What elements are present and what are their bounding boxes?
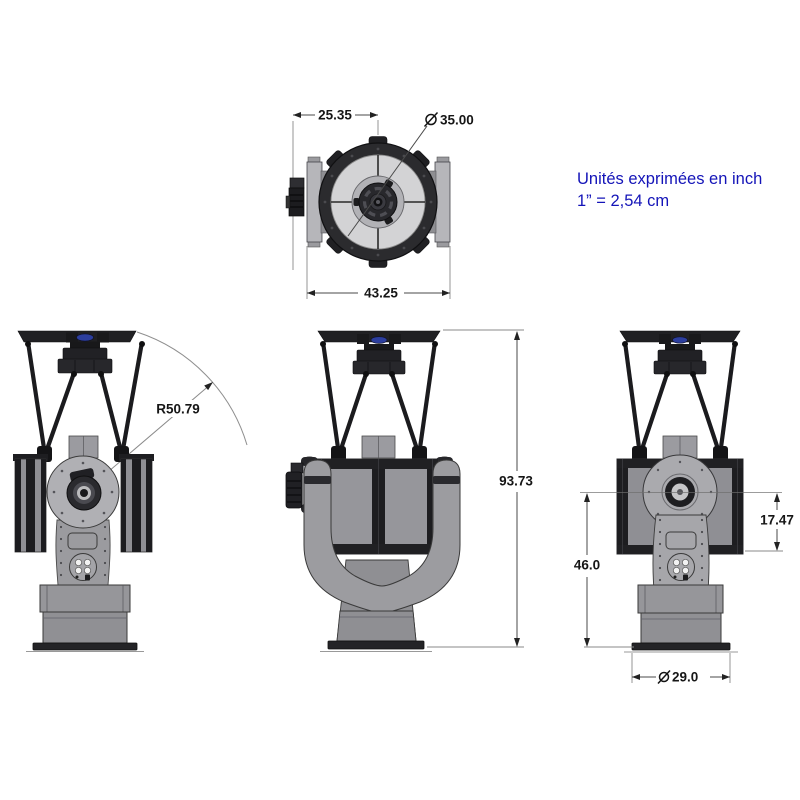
secondary-mirror-blue bbox=[672, 336, 688, 344]
control-panel bbox=[667, 553, 695, 581]
base-side bbox=[320, 610, 432, 652]
dim-tube-diameter: 35.00 bbox=[347, 111, 474, 237]
secondary-mirror-blue bbox=[76, 333, 94, 342]
column-bolts bbox=[59, 525, 107, 577]
swing-arc bbox=[136, 331, 248, 446]
dim-base-diameter: 29.0 bbox=[631, 653, 731, 685]
truss-poles bbox=[622, 341, 738, 462]
azimuth-ring bbox=[661, 473, 699, 511]
dim-top-half-width: 25.35 bbox=[293, 108, 378, 123]
control-panel bbox=[69, 553, 97, 581]
focuser-motor-block bbox=[285, 177, 305, 217]
units-note-line1: Unités exprimées en inch bbox=[577, 170, 762, 188]
column-bolts bbox=[658, 518, 704, 582]
dim-label-43-25: 43.25 bbox=[364, 286, 398, 301]
dim-label-diameter-29: 29.0 bbox=[672, 670, 698, 685]
front-view: R50.79 bbox=[13, 330, 248, 652]
base-front bbox=[26, 584, 144, 652]
diameter-symbol bbox=[423, 111, 439, 128]
top-view: 25.35 35.00 43.25 bbox=[285, 108, 474, 301]
dim-label-r50-79: R50.79 bbox=[156, 402, 200, 417]
side-view: 93.73 bbox=[285, 329, 538, 652]
base-rear bbox=[624, 584, 738, 653]
units-note: Unités exprimées en inch 1” = 2,54 cm bbox=[577, 170, 762, 210]
secondary-assembly bbox=[653, 334, 707, 375]
mirror-box bbox=[315, 458, 439, 555]
mirror-box-left-panel bbox=[13, 454, 48, 553]
ring-clamps bbox=[326, 136, 430, 268]
secondary-mirror-blue bbox=[370, 336, 388, 344]
secondary-assembly bbox=[352, 334, 406, 375]
dim-label-93-73: 93.73 bbox=[499, 474, 533, 489]
truss-poles bbox=[320, 341, 438, 462]
dim-axis-height: 46.0 bbox=[569, 493, 634, 648]
secondary-assembly bbox=[57, 332, 113, 374]
access-panel bbox=[67, 532, 98, 550]
truss-poles bbox=[25, 341, 145, 462]
dim-label-25-35: 25.35 bbox=[318, 108, 352, 123]
dim-label-46-0: 46.0 bbox=[574, 558, 600, 573]
radius-arrow bbox=[204, 382, 213, 391]
label-halo bbox=[149, 400, 207, 417]
units-note-line2: 1” = 2,54 cm bbox=[577, 192, 669, 210]
altitude-bearing bbox=[46, 455, 120, 529]
mirror-box-right-panel bbox=[119, 454, 154, 553]
dim-axis-to-box: 17.47 bbox=[745, 493, 798, 552]
ring-bolts bbox=[323, 147, 433, 257]
dim-label-diameter-35: 35.00 bbox=[440, 113, 474, 128]
yoke-band bbox=[304, 476, 331, 484]
secondary-hub bbox=[351, 175, 405, 229]
dim-overall-height: 93.73 bbox=[427, 329, 538, 648]
access-panel bbox=[665, 531, 697, 550]
dim-top-overall-width: 43.25 bbox=[307, 286, 450, 301]
dim-label-17-47: 17.47 bbox=[760, 513, 794, 528]
yoke-band bbox=[433, 476, 460, 484]
diameter-symbol bbox=[657, 669, 671, 685]
drive-motor bbox=[285, 462, 304, 509]
rear-view: 46.0 17.47 29.0 bbox=[569, 330, 798, 685]
